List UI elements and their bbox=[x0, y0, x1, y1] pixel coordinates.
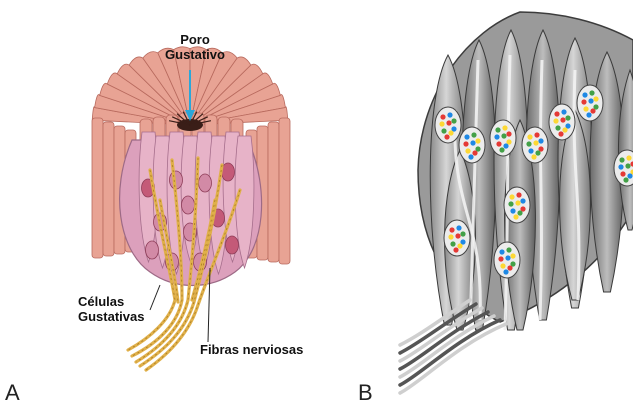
receptor-dot bbox=[455, 233, 460, 238]
receptor-dot bbox=[516, 192, 521, 197]
intercellular-gap bbox=[540, 60, 542, 320]
receptor-dot bbox=[457, 243, 462, 248]
receptor-dot bbox=[510, 208, 515, 213]
receptor-dot bbox=[465, 148, 470, 153]
receptor-dot bbox=[509, 194, 514, 199]
receptor-dot bbox=[440, 114, 445, 119]
receptor-dot bbox=[447, 112, 452, 117]
receptor-dot bbox=[534, 132, 539, 137]
receptor-dot bbox=[502, 125, 507, 130]
receptor-dot bbox=[618, 164, 623, 169]
receptor-dot bbox=[520, 198, 525, 203]
taste-cells-label: Células Gustativas bbox=[78, 294, 144, 324]
receptor-dot bbox=[446, 120, 451, 125]
receptor-dot bbox=[620, 171, 625, 176]
receptor-dot bbox=[475, 138, 480, 143]
receptor-dot bbox=[501, 133, 506, 138]
receptor-dot bbox=[495, 127, 500, 132]
receptor-dot bbox=[499, 249, 504, 254]
receptor-dot bbox=[513, 214, 518, 219]
receptor-dot bbox=[583, 106, 588, 111]
receptor-dot bbox=[463, 141, 468, 146]
receptor-dot bbox=[565, 115, 570, 120]
receptor-dot bbox=[464, 134, 469, 139]
taste-pore-label: Poro Gustativo bbox=[150, 32, 240, 62]
receptor-dot bbox=[510, 253, 515, 258]
receptor-dot bbox=[619, 157, 624, 162]
receptor-dot bbox=[586, 112, 591, 117]
receptor-dot bbox=[505, 255, 510, 260]
receptor-dot bbox=[450, 241, 455, 246]
taste-pore-label-line2: Gustativo bbox=[150, 47, 240, 62]
receptor-dot bbox=[460, 231, 465, 236]
receptor-dot bbox=[531, 154, 536, 159]
receptor-dot bbox=[515, 200, 520, 205]
receptor-dot bbox=[441, 128, 446, 133]
receptor-dot bbox=[590, 108, 595, 113]
receptor-dot bbox=[451, 118, 456, 123]
taste-cells-label-line1: Células bbox=[78, 294, 144, 309]
receptor-dot bbox=[508, 201, 513, 206]
receptor-dot bbox=[535, 150, 540, 155]
receptor-dot bbox=[538, 138, 543, 143]
receptor-dot bbox=[448, 130, 453, 135]
receptor-dot bbox=[581, 99, 586, 104]
receptor-dot bbox=[439, 121, 444, 126]
receptor-dot bbox=[449, 227, 454, 232]
receptor-dot bbox=[500, 263, 505, 268]
receptor-dot bbox=[507, 265, 512, 270]
receptor-dot bbox=[506, 247, 511, 252]
receptor-dot bbox=[560, 117, 565, 122]
receptor-dot bbox=[448, 234, 453, 239]
receptor-dot bbox=[555, 125, 560, 130]
receptor-dot bbox=[558, 131, 563, 136]
taste-pore-label-line1: Poro bbox=[150, 32, 240, 47]
receptor-dot bbox=[553, 118, 558, 123]
receptor-dot bbox=[517, 210, 522, 215]
receptor-dot bbox=[533, 140, 538, 145]
receptor-dot bbox=[588, 98, 593, 103]
receptor-dot bbox=[503, 269, 508, 274]
receptor-dot bbox=[593, 96, 598, 101]
panel-b-letter: B bbox=[358, 380, 373, 406]
receptor-dot bbox=[456, 225, 461, 230]
receptor-dot bbox=[444, 134, 449, 139]
receptor-dot bbox=[625, 163, 630, 168]
receptor-dot bbox=[562, 127, 567, 132]
panel-a-letter: A bbox=[5, 380, 20, 406]
receptor-dot bbox=[498, 256, 503, 261]
receptor-dot bbox=[471, 132, 476, 137]
nerve-fibers-label: Fibras nerviosas bbox=[200, 342, 303, 357]
nerve-fibers-label-text: Fibras nerviosas bbox=[200, 342, 303, 357]
receptor-dot bbox=[561, 109, 566, 114]
receptor-dot bbox=[499, 147, 504, 152]
receptor-dot bbox=[526, 141, 531, 146]
receptor-dot bbox=[468, 154, 473, 159]
receptor-dot bbox=[528, 148, 533, 153]
receptor-dot bbox=[582, 92, 587, 97]
receptor-dot bbox=[589, 90, 594, 95]
receptor-dot bbox=[554, 111, 559, 116]
receptor-dot bbox=[472, 150, 477, 155]
receptor-dot bbox=[494, 134, 499, 139]
receptor-dot bbox=[527, 134, 532, 139]
receptor-dot bbox=[627, 173, 632, 178]
receptor-dot bbox=[496, 141, 501, 146]
taste-cells-label-line2: Gustativas bbox=[78, 309, 144, 324]
receptor-dot bbox=[503, 143, 508, 148]
receptor-dot bbox=[506, 131, 511, 136]
receptor-dot bbox=[470, 140, 475, 145]
receptor-dot bbox=[626, 155, 631, 160]
receptor-dot bbox=[623, 177, 628, 182]
receptor-dot bbox=[453, 247, 458, 252]
